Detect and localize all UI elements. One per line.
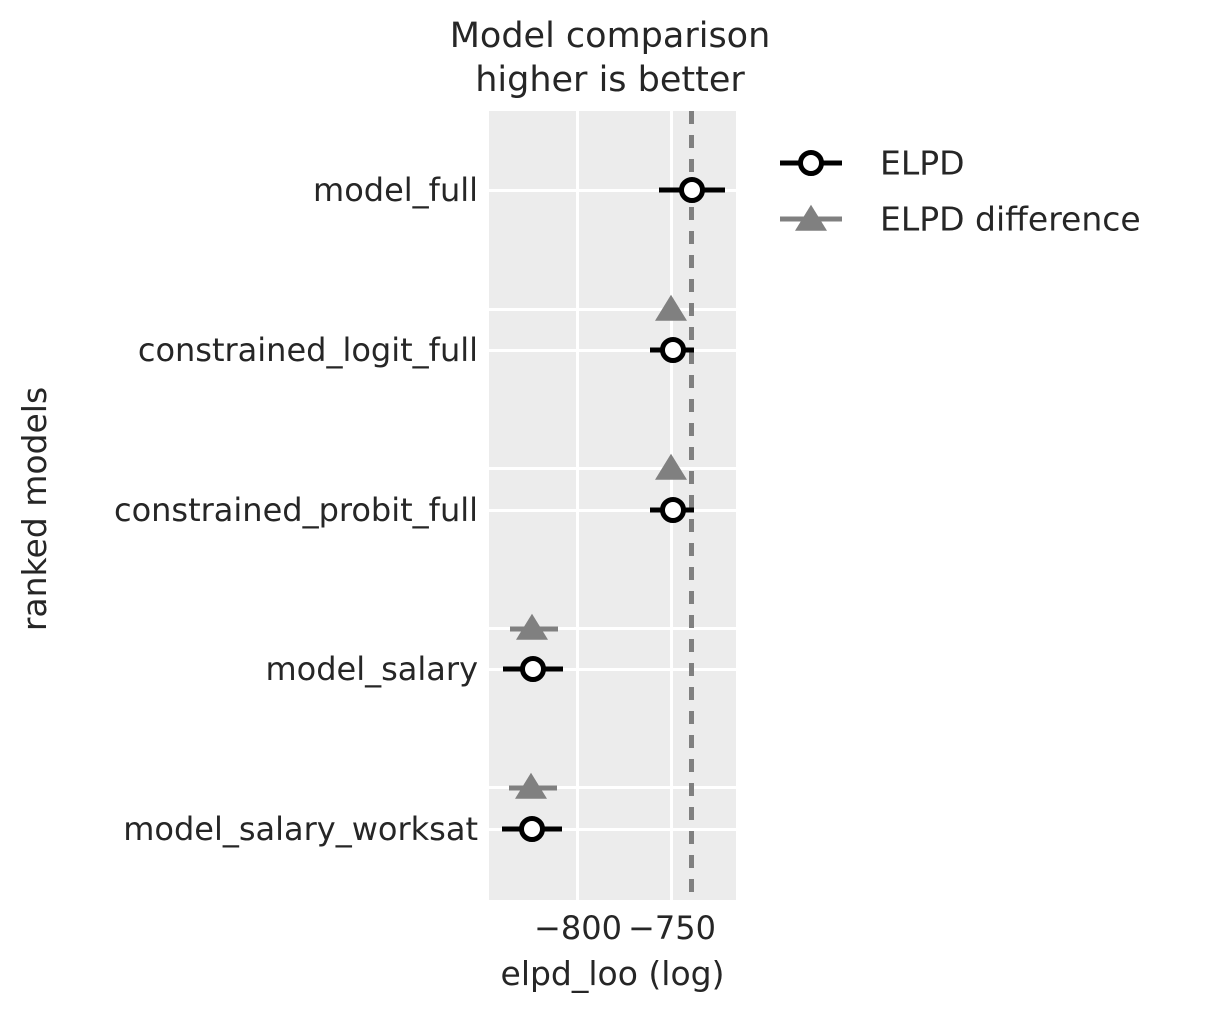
marker-elpd-difference-constrained-logit-full: [655, 294, 687, 321]
gridline-horizontal-row-4-diff: [489, 627, 736, 630]
ytick-label-model-full: model_full: [313, 171, 478, 209]
gridline-horizontal-row-2-elpd: [489, 349, 736, 352]
gridline-vertical-minus800: [576, 111, 579, 900]
triangle-up-marker-icon: [795, 204, 827, 231]
xtick-label-minus750: −750: [628, 909, 716, 947]
legend-label-elpd-difference: ELPD difference: [880, 199, 1141, 239]
marker-elpd-constrained-logit-full: [660, 337, 686, 363]
legend-item-elpd: ELPD: [780, 135, 1210, 191]
ytick-label-constrained-logit-full: constrained_logit_full: [137, 331, 478, 369]
gridline-horizontal-row-5-diff: [489, 786, 736, 789]
marker-elpd-difference-constrained-probit-full: [655, 453, 687, 480]
xtick-label-minus800: −800: [534, 909, 622, 947]
plot-area: [489, 111, 736, 900]
ytick-label-model-salary: model_salary: [265, 650, 478, 688]
gridline-horizontal-row-3-diff: [489, 467, 736, 470]
ytick-label-model-salary-worksat: model_salary_worksat: [123, 810, 478, 848]
legend: ELPD ELPD difference: [780, 135, 1210, 247]
gridline-horizontal-row-3-elpd: [489, 509, 736, 512]
gridline-horizontal-row-5-elpd: [489, 828, 736, 831]
marker-elpd-difference-model-salary: [516, 613, 548, 640]
marker-elpd-model-full: [679, 177, 705, 203]
legend-item-elpd-difference: ELPD difference: [780, 191, 1210, 247]
gridline-horizontal-row-1-elpd: [489, 189, 736, 192]
chart-title-line-2: higher is better: [475, 60, 745, 100]
x-axis-label: elpd_loo (log): [500, 954, 725, 993]
y-axis-label: ranked models: [15, 386, 54, 632]
marker-elpd-model-salary-worksat: [519, 816, 545, 842]
marker-elpd-difference-model-salary-worksat: [515, 772, 547, 799]
circle-open-marker-icon: [798, 150, 824, 176]
gridline-horizontal-row-2-diff: [489, 308, 736, 311]
marker-elpd-constrained-probit-full: [660, 497, 686, 523]
ytick-label-constrained-probit-full: constrained_probit_full: [113, 491, 478, 529]
legend-label-elpd: ELPD: [880, 143, 965, 183]
gridline-horizontal-row-4-elpd: [489, 668, 736, 671]
marker-elpd-model-salary: [520, 656, 546, 682]
reference-line-best-elpd: [689, 111, 694, 900]
chart-title-line-1: Model comparison: [449, 16, 771, 56]
